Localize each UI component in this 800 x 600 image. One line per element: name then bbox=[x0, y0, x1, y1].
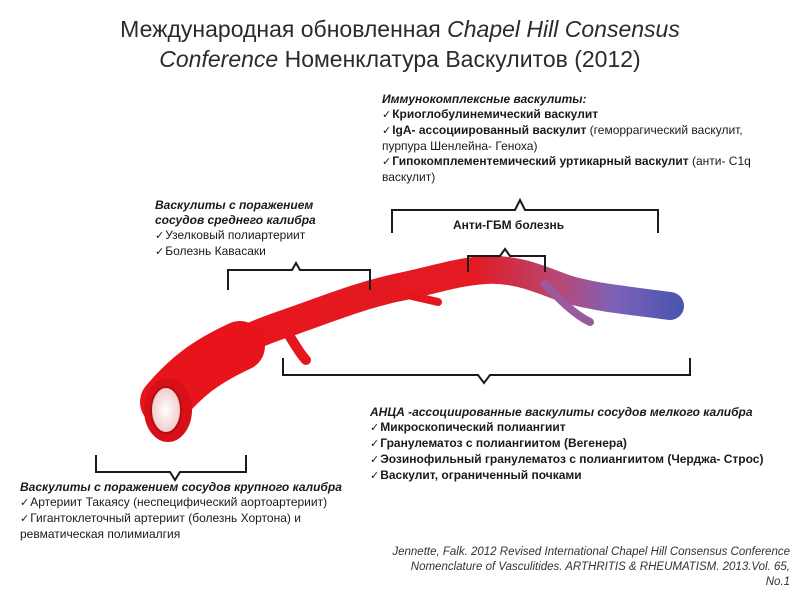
check-icon: ✓ bbox=[382, 109, 392, 121]
medium-item-1: ✓Узелковый полиартериит bbox=[155, 228, 306, 242]
vessel-branch-1 bbox=[275, 317, 311, 365]
check-icon: ✓ bbox=[20, 497, 30, 509]
bracket-immune bbox=[391, 197, 659, 233]
bracket-medium bbox=[227, 260, 371, 290]
medium-item-2: ✓Болезнь Кавасаки bbox=[155, 244, 266, 258]
check-icon: ✓ bbox=[155, 230, 165, 242]
anca-item-1: ✓Микроскопический полиангиит bbox=[370, 420, 566, 434]
title-italic2: Conference bbox=[159, 46, 279, 72]
medium-vessel-block: Васкулиты с поражением сосудов среднего … bbox=[155, 198, 375, 260]
anca-item-4: ✓Васкулит, ограниченный почками bbox=[370, 468, 582, 482]
page-title: Международная обновленная Chapel Hill Co… bbox=[0, 14, 800, 74]
immune-item-2: ✓IgA- ассоциированный васкулит (геморраг… bbox=[382, 123, 743, 153]
citation: Jennette, Falk. 2012 Revised Internation… bbox=[392, 546, 790, 588]
medium-header-line2: сосудов среднего калибра bbox=[155, 213, 316, 227]
anca-item-2: ✓Гранулематоз с полиангиитом (Вегенера) bbox=[370, 436, 627, 450]
check-icon: ✓ bbox=[370, 422, 380, 434]
check-icon: ✓ bbox=[370, 470, 380, 482]
vessel-branch-2 bbox=[391, 288, 442, 306]
bracket-anti-gbm bbox=[467, 247, 546, 272]
title-part2: Номенклатура Васкулитов (2012) bbox=[278, 46, 641, 72]
immune-header: Иммунокомплексные васкулиты: bbox=[382, 92, 587, 106]
check-icon: ✓ bbox=[20, 513, 30, 525]
anca-block: АНЦА -ассоциированные васкулиты сосудов … bbox=[370, 405, 770, 484]
check-icon: ✓ bbox=[370, 454, 380, 466]
title-part1: Международная обновленная bbox=[120, 16, 448, 42]
title-italic1: Chapel Hill Consensus bbox=[447, 16, 680, 42]
large-header: Васкулиты с поражением сосудов крупного … bbox=[20, 480, 342, 494]
bracket-large bbox=[95, 455, 247, 482]
anca-item-3: ✓Эозинофильный гранулематоз с полиангиит… bbox=[370, 452, 764, 466]
immune-complex-block: Иммунокомплексные васкулиты: ✓Криоглобул… bbox=[382, 92, 762, 185]
large-item-2: ✓Гигантоклеточный артериит (болезнь Хорт… bbox=[20, 511, 301, 541]
medium-header-line1: Васкулиты с поражением bbox=[155, 198, 314, 212]
check-icon: ✓ bbox=[382, 156, 392, 168]
large-vessel-block: Васкулиты с поражением сосудов крупного … bbox=[20, 480, 350, 542]
bracket-anca bbox=[282, 358, 691, 385]
check-icon: ✓ bbox=[382, 125, 392, 137]
immune-item-3: ✓Гипокомплементемический уртикарный васк… bbox=[382, 154, 751, 184]
large-item-1: ✓Артериит Такаясу (неспецифический аорто… bbox=[20, 495, 328, 509]
immune-item-1: ✓Криоглобулинемический васкулит bbox=[382, 107, 599, 121]
check-icon: ✓ bbox=[155, 246, 165, 258]
vessel-branch-3 bbox=[541, 280, 594, 326]
anca-header: АНЦА -ассоциированные васкулиты сосудов … bbox=[370, 405, 753, 419]
vessel-lumen bbox=[150, 386, 182, 434]
anti-gbm-label: Анти-ГБМ болезнь bbox=[453, 218, 565, 232]
check-icon: ✓ bbox=[370, 438, 380, 450]
